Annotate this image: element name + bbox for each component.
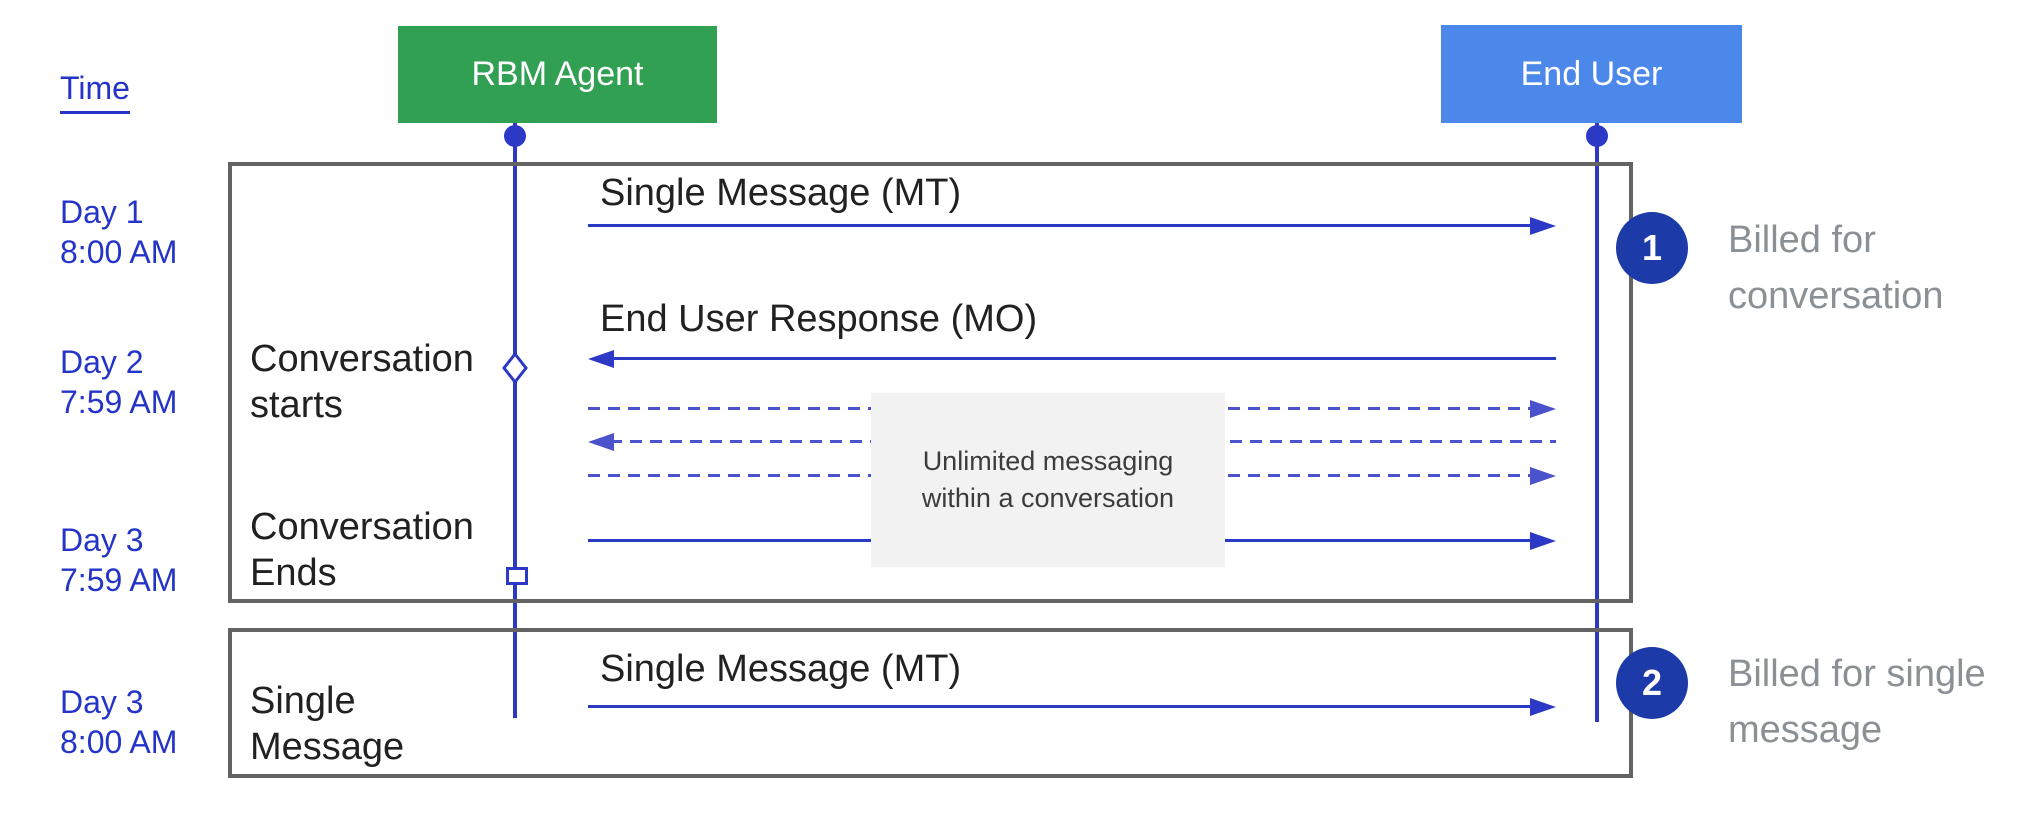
time-label-day2: Day 2 7:59 AM [60,342,235,422]
end-user-lifeline-start-dot-icon [1586,125,1608,147]
time-label-clock: 8:00 AM [60,724,178,760]
time-label-day: Day 1 [60,194,144,230]
actor-rbm-agent: RBM Agent [398,26,717,123]
unlimited-note-line1: Unlimited messaging [922,446,1174,476]
arrow-left-icon [588,433,614,451]
arrow-right-icon [1530,698,1556,716]
conversation-starts-label: Conversation starts [250,338,474,426]
arrow-right-icon [1530,400,1556,418]
message-7-line [588,705,1534,708]
time-label-day: Day 3 [60,684,144,720]
arrow-right-icon [1530,217,1556,235]
billed-for-single-message-note: Billed for single message [1728,653,1986,751]
message-1-line [588,224,1534,227]
conversation-end-square-icon [506,567,528,585]
time-label-clock: 7:59 AM [60,384,178,420]
actor-end-user: End User [1441,25,1742,123]
time-label-day3-end: Day 3 7:59 AM [60,520,235,600]
time-label-day: Day 2 [60,344,144,380]
conversation-billing-frame [228,162,1633,603]
time-label-clock: 7:59 AM [60,562,178,598]
message-2-line [610,357,1556,360]
time-label-clock: 8:00 AM [60,234,178,270]
message-7-label: Single Message (MT) [600,648,962,690]
time-axis-label: Time [60,70,130,114]
time-label-day3-single: Day 3 8:00 AM [60,682,235,762]
end-user-lifeline [1595,123,1599,722]
time-label-day: Day 3 [60,522,144,558]
billing-badge-1: 1 [1616,212,1688,284]
unlimited-messaging-note: Unlimited messaging within a conversatio… [871,393,1225,567]
unlimited-note-line2: within a conversation [921,483,1175,513]
time-label-day1: Day 1 8:00 AM [60,192,235,272]
rbm-lifeline-start-dot-icon [504,125,526,147]
conversation-start-diamond-icon [502,352,528,384]
message-1-label: Single Message (MT) [600,172,962,214]
billing-badge-2: 2 [1616,647,1688,719]
arrow-left-icon [588,350,614,368]
arrow-right-icon [1530,467,1556,485]
message-2-label: End User Response (MO) [600,298,1038,340]
rbm-agent-lifeline [513,123,517,718]
arrow-right-icon [1530,532,1556,550]
billed-for-conversation-note: Billed for conversation [1728,219,1944,317]
single-message-label: Single Message [250,680,405,768]
conversation-ends-label: Conversation Ends [250,506,474,594]
